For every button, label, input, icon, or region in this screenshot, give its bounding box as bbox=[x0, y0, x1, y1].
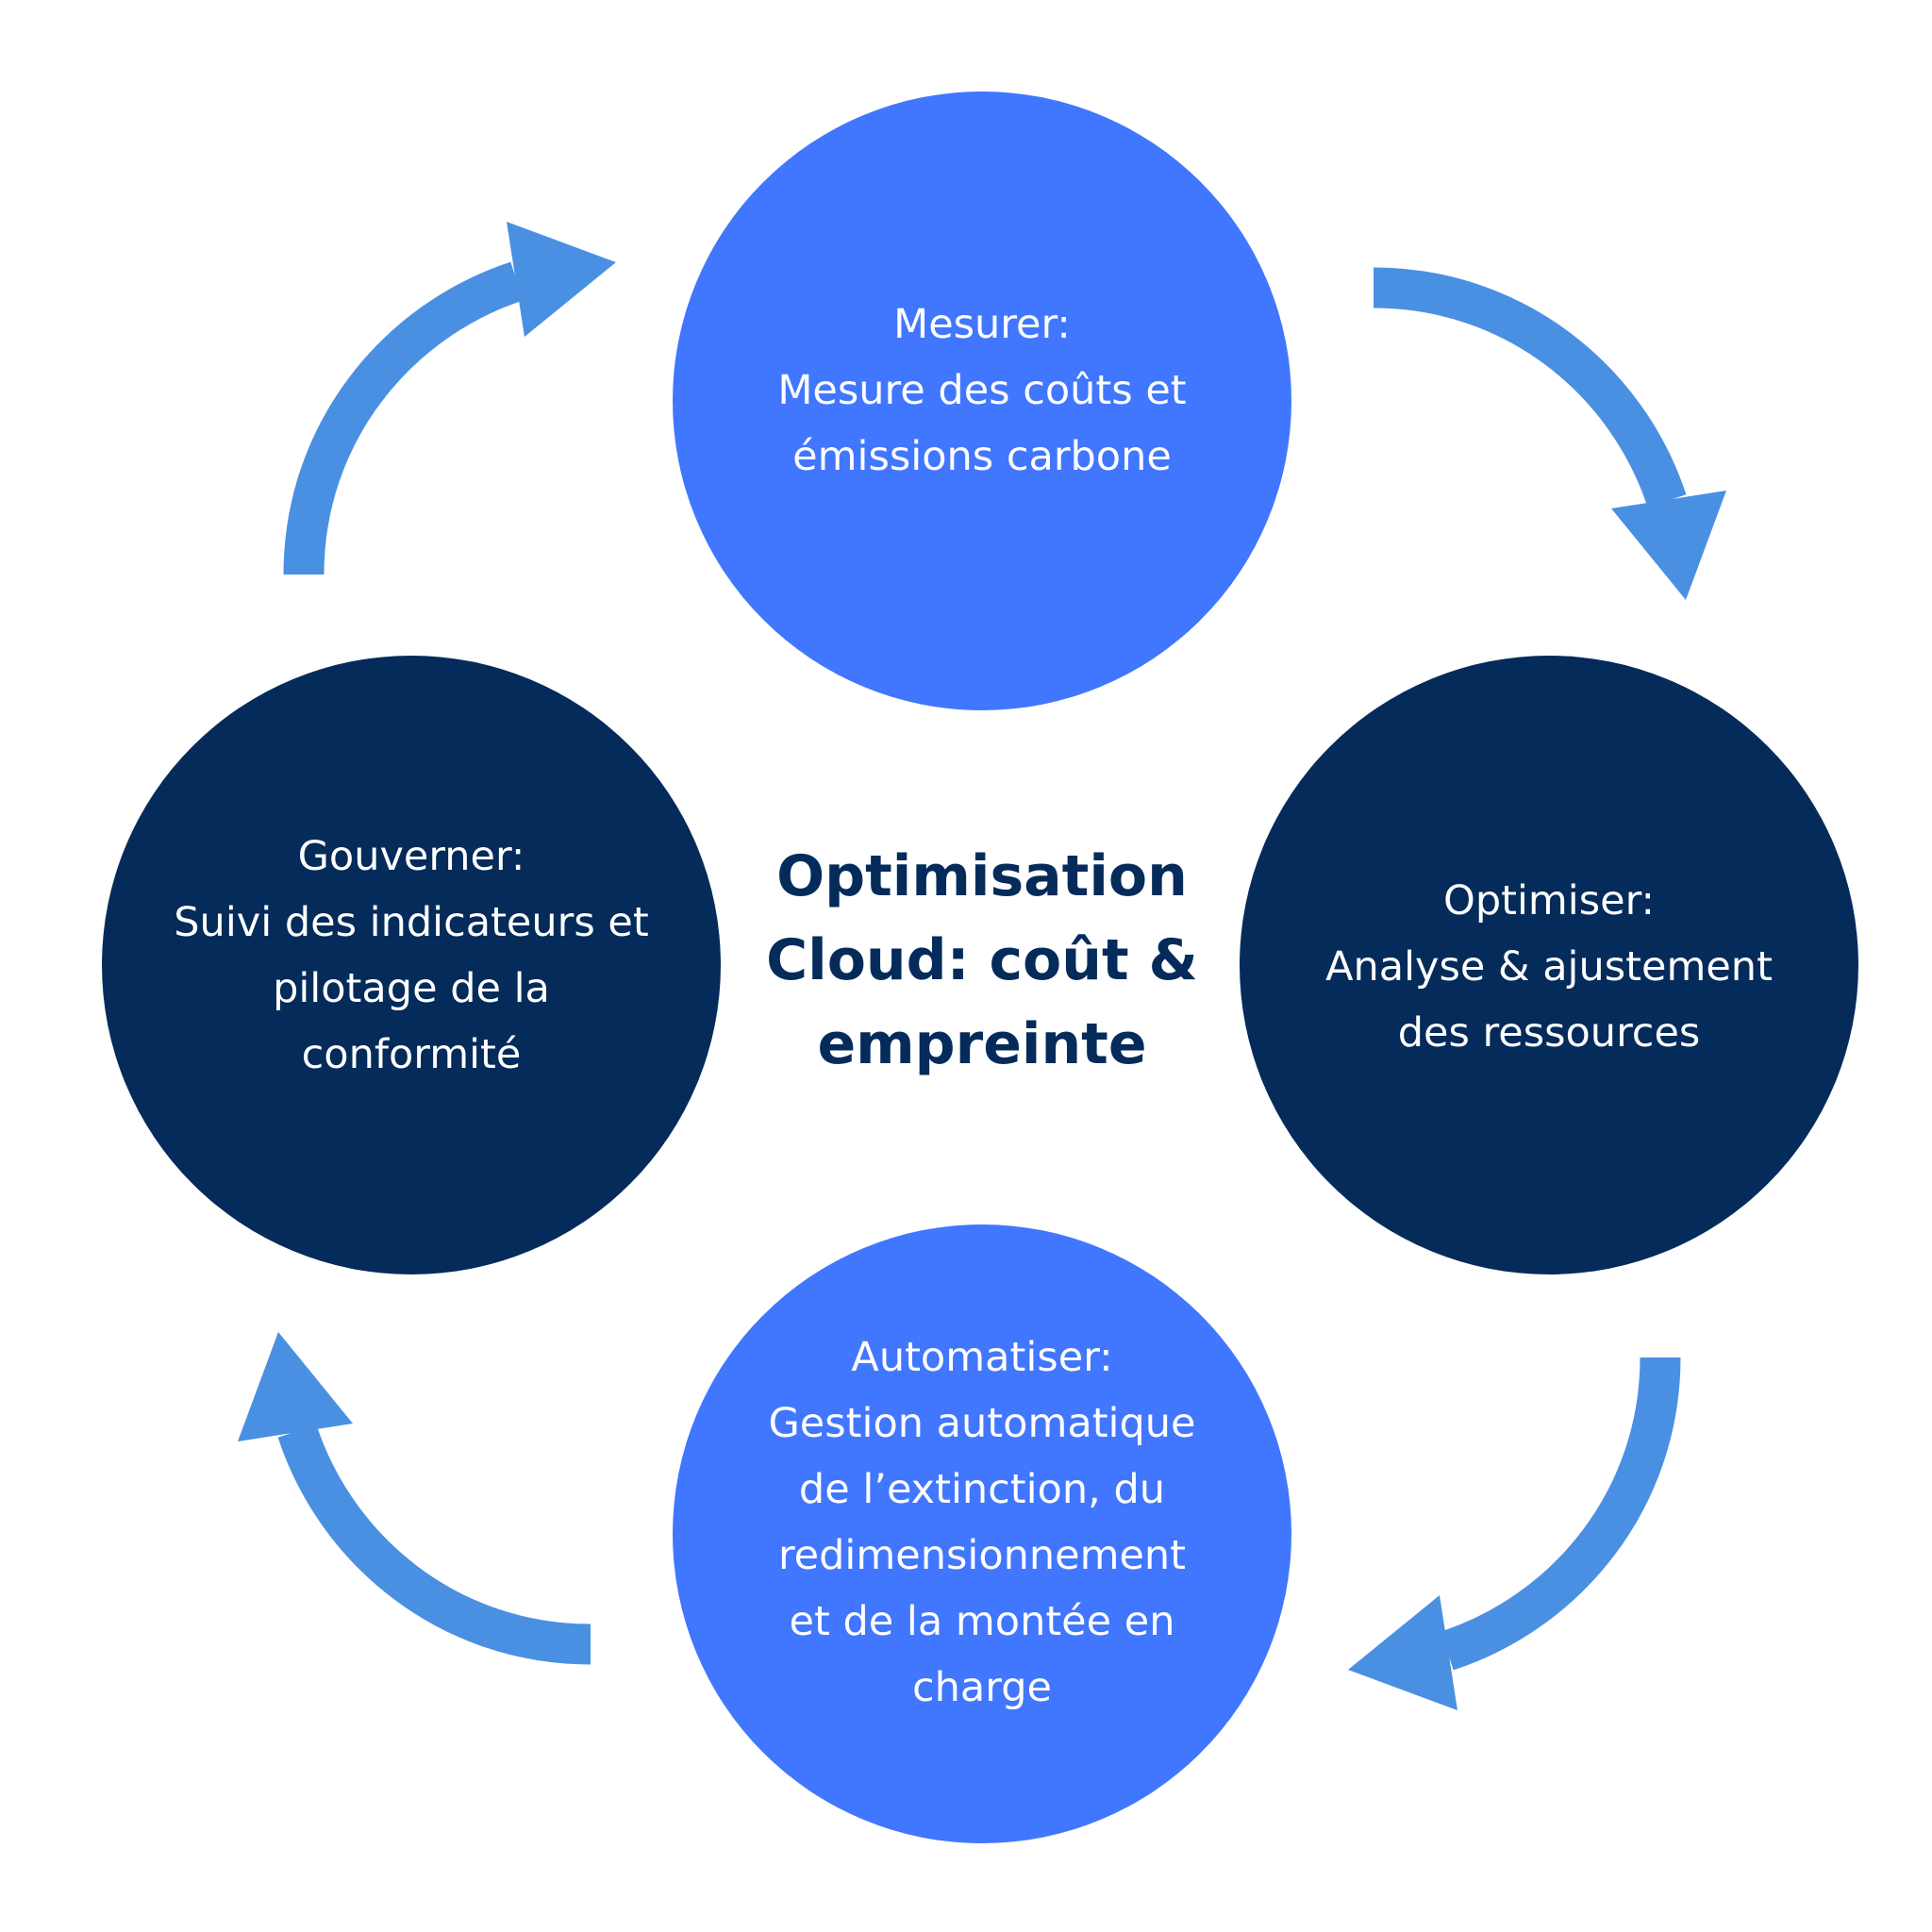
step-automatiser-line: redimensionnement bbox=[777, 1532, 1187, 1579]
step-automatiser-line: Gestion automatique bbox=[768, 1400, 1196, 1447]
center-title: Optimisation Cloud: coût & empreinte bbox=[740, 835, 1224, 1087]
step-optimiser-line: Analyse & ajustement bbox=[1325, 943, 1773, 991]
arrow-shaft bbox=[1441, 1357, 1681, 1671]
step-gouverner-line: pilotage de la bbox=[273, 965, 550, 1012]
step-automatiser-circle: Automatiser: Gestion automatique de l’ex… bbox=[673, 1224, 1291, 1843]
step-gouverner-heading: Gouverner: bbox=[297, 833, 525, 880]
step-gouverner-line: Suivi des indicateurs et bbox=[174, 899, 649, 946]
arrow-mesurer-to-optimiser bbox=[1373, 267, 1726, 600]
arrow-optimiser-to-automatiser bbox=[1348, 1357, 1681, 1710]
step-gouverner-line: conformité bbox=[301, 1031, 522, 1078]
arrow-gouverner-to-mesurer bbox=[283, 222, 616, 575]
step-mesurer-circle: Mesurer: Mesure des coûts et émissions c… bbox=[673, 92, 1291, 710]
step-automatiser-heading: Automatiser: bbox=[851, 1334, 1113, 1381]
center-title-line: Optimisation bbox=[776, 843, 1188, 909]
step-optimiser-circle: Optimiser: Analyse & ajustement des ress… bbox=[1240, 656, 1858, 1274]
step-optimiser-line: des ressources bbox=[1397, 1009, 1701, 1057]
center-title-line: empreinte bbox=[817, 1011, 1147, 1077]
arrow-shaft bbox=[283, 261, 524, 575]
arrow-shaft bbox=[277, 1424, 591, 1665]
arrow-head-icon bbox=[238, 1332, 353, 1441]
step-automatiser-line: charge bbox=[912, 1664, 1052, 1711]
center-title-line: Cloud: coût & bbox=[766, 927, 1198, 993]
step-automatiser-line: et de la montée en bbox=[789, 1598, 1175, 1645]
step-mesurer-heading: Mesurer: bbox=[893, 301, 1071, 348]
step-mesurer-line: Mesure des coûts et bbox=[777, 367, 1187, 414]
arrow-automatiser-to-gouverner bbox=[238, 1332, 591, 1665]
arrow-head-icon bbox=[507, 222, 616, 337]
step-mesurer-line: émissions carbone bbox=[792, 433, 1172, 480]
step-automatiser-line: de l’extinction, du bbox=[798, 1466, 1166, 1513]
arrow-shaft bbox=[1373, 267, 1687, 508]
arrow-head-icon bbox=[1348, 1595, 1457, 1710]
arrow-head-icon bbox=[1611, 491, 1726, 600]
step-optimiser-heading: Optimiser: bbox=[1442, 877, 1656, 924]
step-gouverner-circle: Gouverner: Suivi des indicateurs et pilo… bbox=[102, 656, 721, 1274]
